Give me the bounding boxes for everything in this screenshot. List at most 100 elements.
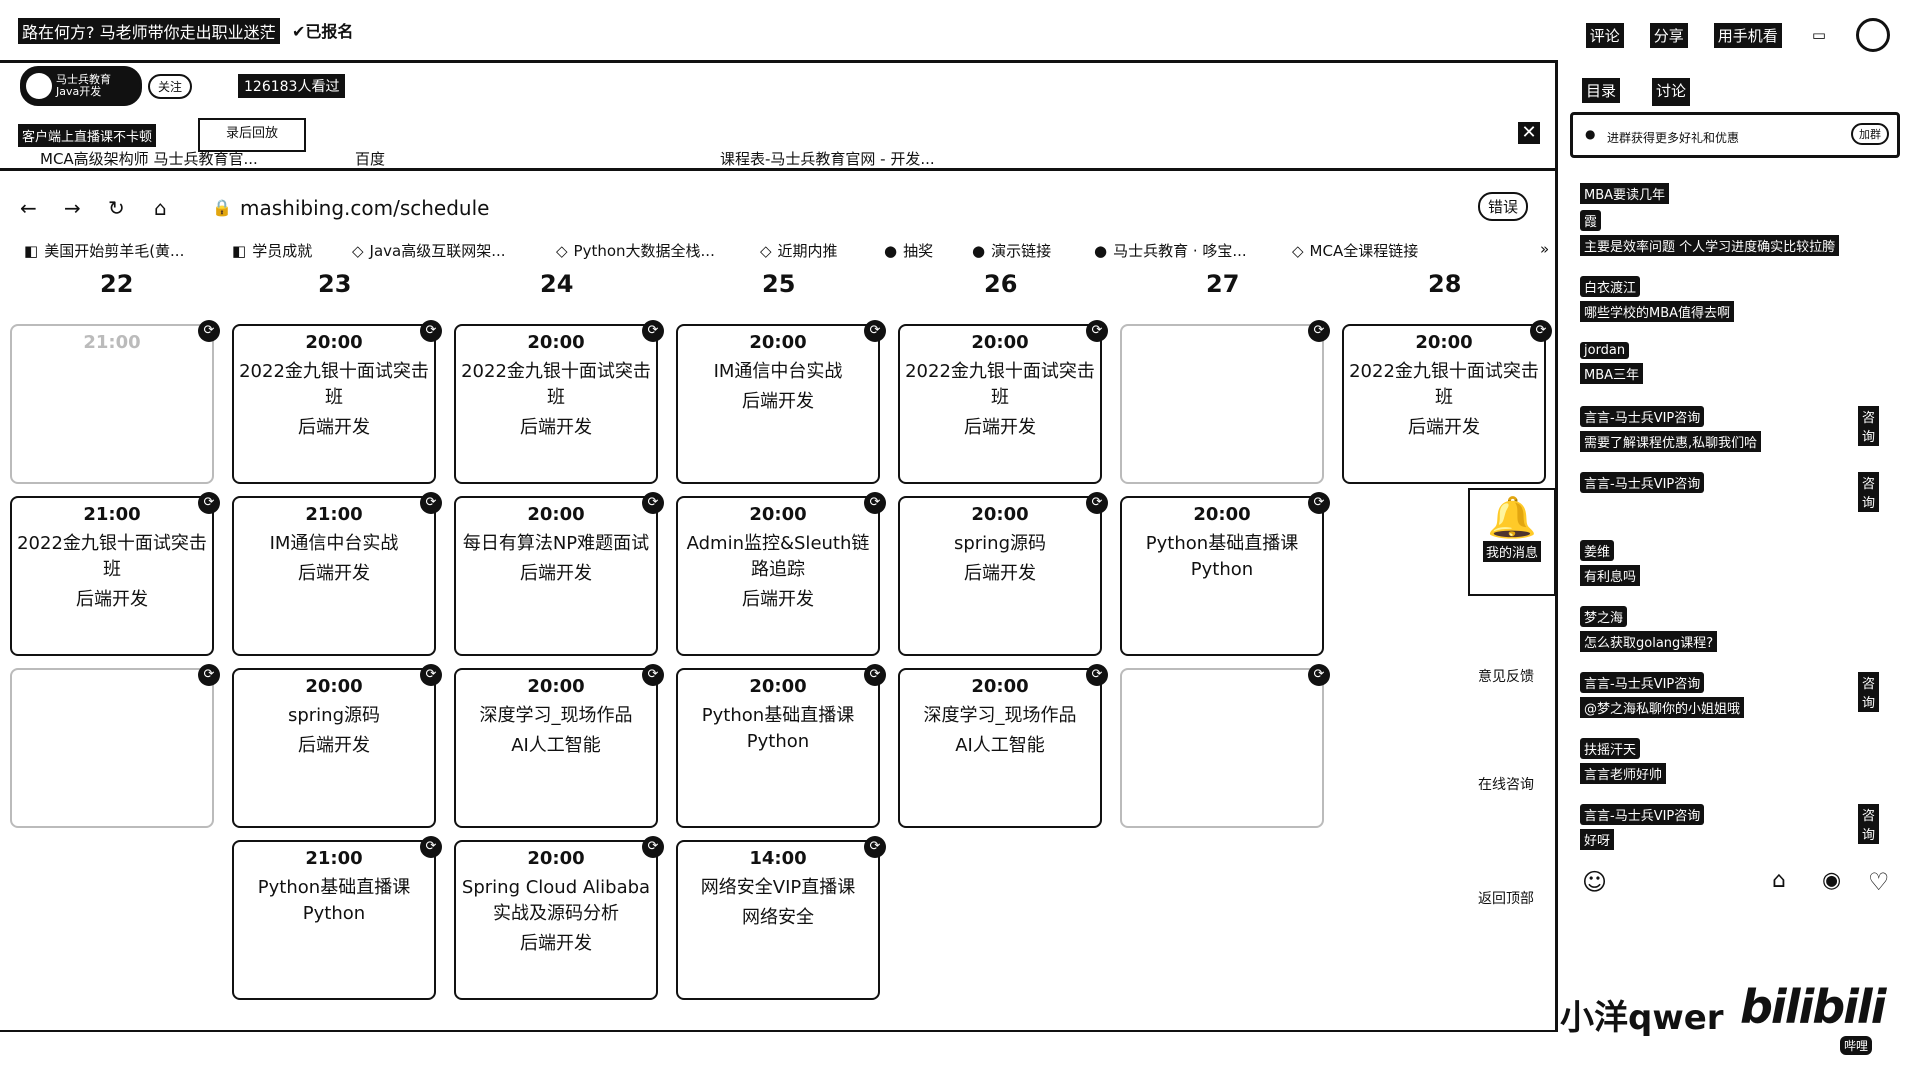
replay-tab[interactable]: 录后回放 (198, 118, 306, 152)
reminder-icon[interactable]: ⟳ (198, 320, 220, 342)
join-group-banner[interactable]: ● 进群获得更多好礼和优惠 加群 (1570, 112, 1900, 158)
chat-username[interactable]: 白衣渡江 (1580, 276, 1641, 297)
browser-tab[interactable]: MCA高级架构师 马士兵教育官... (40, 150, 258, 168)
chat-username[interactable]: jordan (1580, 342, 1630, 359)
reminder-icon[interactable]: ⟳ (1308, 492, 1330, 514)
bookmark-item[interactable]: ● 马士兵教育 · 哆宝... (1094, 241, 1247, 261)
chat-username[interactable]: 言言-马士兵VIP咨询 (1580, 804, 1705, 825)
forward-icon[interactable]: → (64, 196, 81, 220)
consult-button[interactable]: 咨询 (1858, 672, 1880, 712)
chat-username[interactable]: 言言-马士兵VIP咨询 (1580, 672, 1705, 693)
consult-button[interactable]: 咨询 (1858, 406, 1880, 446)
day-number: 23 (318, 270, 352, 298)
follow-button[interactable]: 关注 (148, 73, 193, 99)
reminder-icon[interactable]: ⟳ (642, 836, 664, 858)
schedule-cell[interactable]: ⟳ (1120, 664, 1330, 828)
consult-button[interactable]: 咨询 (1858, 804, 1880, 844)
bookmark-item[interactable]: ◧ 美国开始剪羊毛(黄... (24, 241, 185, 261)
tab-catalog[interactable]: 目录 (1582, 78, 1621, 103)
schedule-cell[interactable]: ⟳ (10, 664, 220, 828)
error-button[interactable]: 错误 (1478, 192, 1529, 221)
bookmark-item[interactable]: ◇ 近期内推 (760, 241, 838, 261)
reminder-icon[interactable]: ⟳ (420, 492, 442, 514)
more-bookmarks-icon[interactable]: » (1540, 240, 1550, 258)
gift-icon[interactable]: ⌂ (1772, 868, 1786, 893)
emoji-icon[interactable]: ☺ (1582, 868, 1608, 896)
url-field[interactable]: mashibing.com/schedule (240, 196, 490, 220)
reminder-icon[interactable]: ⟳ (864, 492, 886, 514)
comment-button[interactable]: 评论 (1585, 22, 1624, 48)
reminder-icon[interactable]: ⟳ (864, 664, 886, 686)
browser-tab[interactable]: 课程表-马士兵教育官网 - 开发... (720, 150, 935, 168)
feedback-link[interactable]: 意见反馈 (1478, 669, 1534, 685)
reminder-icon[interactable]: ⟳ (198, 664, 220, 686)
bookmark-item[interactable]: ● 抽奖 (884, 241, 934, 261)
back-to-top-link[interactable]: 返回顶部 (1478, 891, 1534, 907)
reminder-icon[interactable]: ⟳ (420, 320, 442, 342)
home-icon[interactable]: ⌂ (154, 196, 167, 220)
mobile-view-button[interactable]: 用手机看 (1713, 22, 1782, 48)
reminder-icon[interactable]: ⟳ (1086, 492, 1108, 514)
tab-discussion[interactable]: 讨论 (1652, 78, 1691, 106)
reminder-icon[interactable]: ⟳ (1086, 320, 1108, 342)
reminder-icon[interactable]: ⟳ (642, 492, 664, 514)
chat-username[interactable]: 言言-马士兵VIP咨询 (1580, 472, 1705, 493)
chat-username[interactable]: 霞 (1580, 210, 1602, 231)
cell-tag: 后端开发 (520, 933, 592, 954)
chat-username[interactable]: 梦之海 (1580, 606, 1628, 627)
online-consult-link[interactable]: 在线咨询 (1478, 777, 1534, 793)
close-icon[interactable]: ✕ (1518, 122, 1540, 144)
user-avatar[interactable] (1856, 18, 1890, 52)
reminder-icon[interactable]: ⟳ (864, 836, 886, 858)
consult-button[interactable]: 咨询 (1858, 472, 1880, 512)
reminder-icon[interactable]: ⟳ (642, 664, 664, 686)
schedule-cell[interactable]: ⟳21:00 (10, 320, 220, 484)
reminder-icon[interactable]: ⟳ (1086, 664, 1108, 686)
reload-icon[interactable]: ↻ (108, 196, 125, 220)
reminder-icon[interactable]: ⟳ (864, 320, 886, 342)
back-icon[interactable]: ← (20, 196, 37, 220)
bookmark-item[interactable]: ◇ Java高级互联网架... (352, 241, 506, 261)
bookmark-item[interactable]: ◧ 学员成就 (232, 241, 313, 261)
reminder-icon[interactable]: ⟳ (1530, 320, 1552, 342)
bookmark-item[interactable]: ● 演示链接 (972, 241, 1052, 261)
browser-tab[interactable]: 百度 (355, 150, 386, 168)
my-messages-button[interactable]: 🔔 我的消息 (1468, 488, 1556, 596)
reminder-icon[interactable]: ⟳ (1308, 320, 1330, 342)
share-button[interactable]: 分享 (1649, 22, 1688, 48)
reminder-icon[interactable]: ⟳ (642, 320, 664, 342)
reminder-icon[interactable]: ⟳ (1308, 664, 1330, 686)
chat-username[interactable]: 姜维 (1580, 540, 1615, 561)
chat-username[interactable]: 扶摇汗天 (1580, 738, 1641, 759)
reminder-icon[interactable]: ⟳ (420, 664, 442, 686)
cell-tag: 后端开发 (964, 417, 1036, 438)
schedule-cell[interactable]: ⟳ (1120, 320, 1330, 484)
bookmark-item[interactable]: ◇ MCA全课程链接 (1292, 241, 1419, 261)
reminder-icon[interactable]: ⟳ (198, 492, 220, 514)
more-button[interactable]: ▭ (1811, 26, 1826, 44)
like-icon[interactable]: ♡ (1868, 868, 1890, 896)
join-group-button[interactable]: 加群 (1851, 123, 1889, 145)
reminder-icon[interactable]: ⟳ (420, 836, 442, 858)
bookmark-item[interactable]: ◇ Python大数据全栈... (556, 241, 715, 261)
chat-username[interactable]: 言言-马士兵VIP咨询 (1580, 406, 1705, 427)
coin-icon[interactable]: ◉ (1822, 868, 1842, 893)
